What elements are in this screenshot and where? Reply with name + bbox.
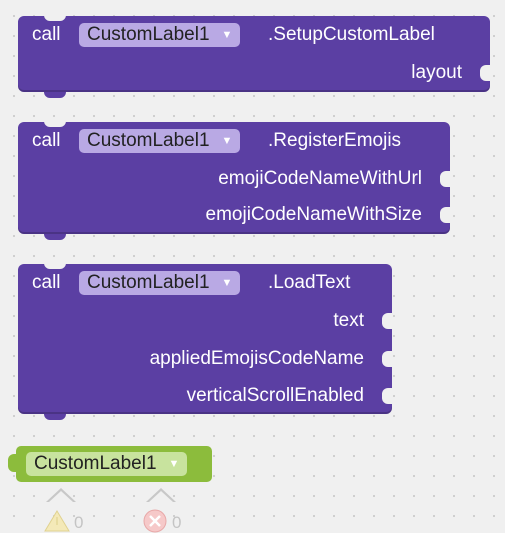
- param-socket[interactable]: [382, 388, 392, 404]
- block-header-row: call CustomLabel1 ▼ .RegisterEmojis: [18, 122, 450, 160]
- chevron-down-icon: ▼: [168, 458, 180, 470]
- block-next-connector: [44, 92, 66, 98]
- block-next-connector: [44, 234, 66, 240]
- param-label: emojiCodeNameWithUrl: [218, 168, 422, 189]
- component-dropdown[interactable]: CustomLabel1 ▼: [79, 271, 241, 295]
- warning-count: 0: [74, 513, 84, 532]
- param-label: verticalScrollEnabled: [186, 385, 364, 406]
- block-next-connector: [44, 414, 66, 420]
- param-socket[interactable]: [440, 207, 450, 223]
- param-row: text: [18, 302, 392, 340]
- param-row: emojiCodeNameWithUrl: [18, 160, 450, 198]
- block-header-row: call CustomLabel1 ▼ .LoadText: [18, 264, 392, 302]
- param-row: verticalScrollEnabled: [18, 377, 392, 415]
- component-dropdown-label: CustomLabel1: [87, 130, 210, 151]
- method-name: .RegisterEmojis: [268, 130, 402, 151]
- method-block-register-emojis[interactable]: call CustomLabel1 ▼ .RegisterEmojis emoj…: [18, 121, 450, 240]
- chevron-down-icon: ▼: [221, 135, 233, 147]
- output-plug: [8, 454, 18, 472]
- error-count: 0: [172, 513, 182, 532]
- warning-toggle-inner: [49, 491, 73, 502]
- param-row: appliedEmojisCodeName: [18, 340, 392, 378]
- param-label: layout: [411, 62, 462, 83]
- param-label: appliedEmojisCodeName: [149, 348, 364, 369]
- method-block-setup-custom-label[interactable]: call CustomLabel1 ▼ .SetupCustomLabel la…: [18, 15, 490, 98]
- method-block-load-text[interactable]: call CustomLabel1 ▼ .LoadText text appli…: [18, 263, 392, 420]
- component-dropdown-label: CustomLabel1: [87, 272, 210, 293]
- param-socket[interactable]: [382, 313, 392, 329]
- param-socket[interactable]: [480, 65, 490, 81]
- component-dropdown-label: CustomLabel1: [87, 24, 210, 45]
- method-name: .SetupCustomLabel: [268, 24, 435, 45]
- param-row: emojiCodeNameWithSize: [18, 196, 450, 234]
- component-dropdown[interactable]: CustomLabel1 ▼: [79, 129, 241, 153]
- component-dropdown[interactable]: CustomLabel1 ▼: [79, 23, 241, 47]
- param-socket[interactable]: [440, 171, 450, 187]
- component-block[interactable]: CustomLabel1 ▼: [8, 446, 212, 482]
- error-toggle-inner: [149, 491, 173, 502]
- param-label: text: [333, 310, 364, 331]
- component-getter-dropdown[interactable]: CustomLabel1 ▼: [26, 452, 188, 476]
- block-notch: [44, 121, 66, 127]
- component-getter-label: CustomLabel1: [34, 453, 157, 474]
- chevron-down-icon: ▼: [221, 277, 233, 289]
- call-keyword: call: [32, 130, 61, 151]
- method-name: .LoadText: [268, 272, 351, 293]
- param-socket[interactable]: [382, 351, 392, 367]
- call-keyword: call: [32, 272, 61, 293]
- block-header-row: call CustomLabel1 ▼ .SetupCustomLabel: [18, 16, 490, 54]
- chevron-down-icon: ▼: [221, 29, 233, 41]
- block-notch: [44, 263, 66, 269]
- error-icon: [143, 509, 167, 533]
- block-notch: [44, 15, 66, 21]
- param-row: layout: [18, 54, 490, 92]
- call-keyword: call: [32, 24, 61, 45]
- param-label: emojiCodeNameWithSize: [205, 204, 422, 225]
